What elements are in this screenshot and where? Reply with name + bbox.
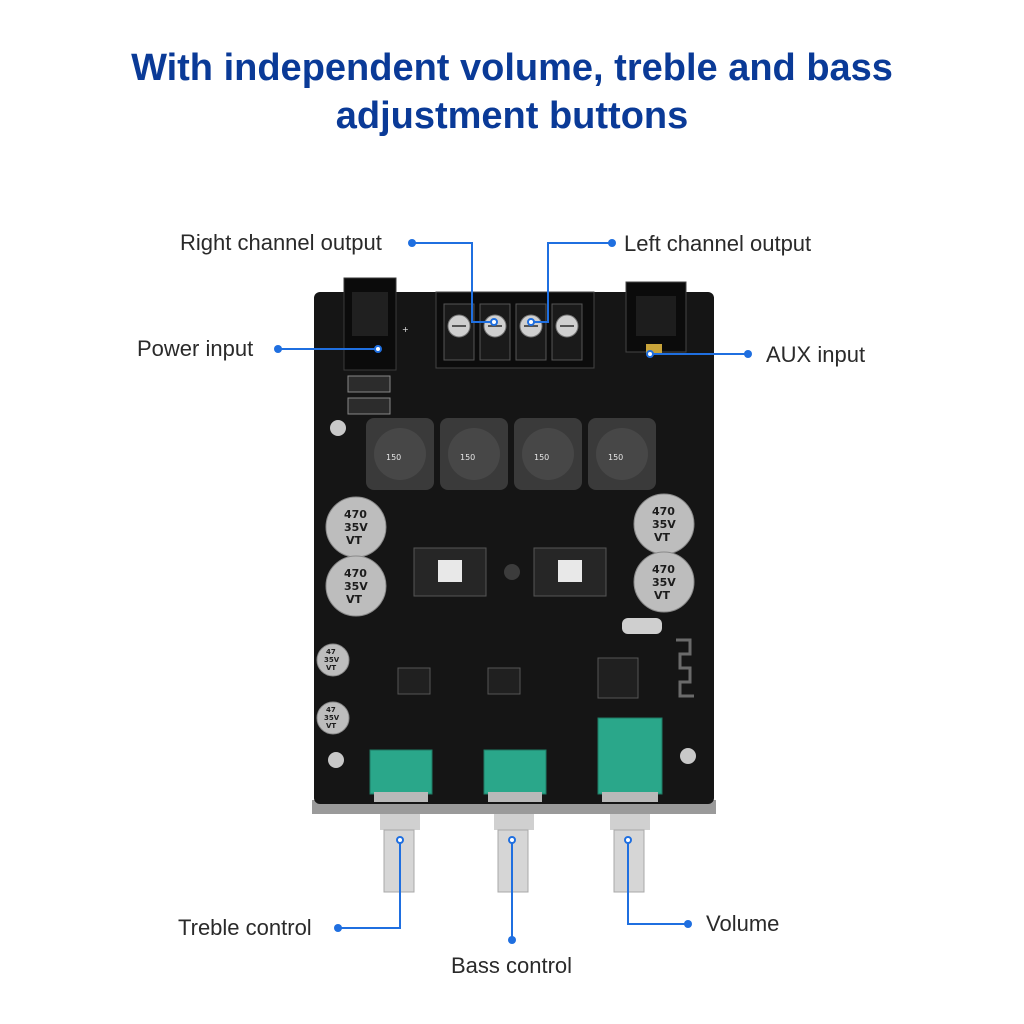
- svg-text:35V: 35V: [652, 576, 676, 589]
- capacitor-small: 47 35V VT: [316, 643, 350, 677]
- svg-text:47: 47: [326, 706, 336, 714]
- antenna: [676, 638, 694, 698]
- svg-text:35V: 35V: [344, 580, 368, 593]
- svg-text:VT: VT: [654, 531, 671, 544]
- svg-text:150: 150: [608, 453, 623, 462]
- label-treble-control: Treble control: [178, 915, 312, 940]
- svg-text:470: 470: [344, 567, 367, 580]
- label-right-channel-output: Right channel output: [180, 230, 382, 255]
- capacitor-small: 47 35V VT: [316, 701, 350, 735]
- capacitor-large: 470 35V VT: [325, 496, 387, 558]
- label-bass-control: Bass control: [451, 953, 573, 978]
- page-title-line-1: With independent volume, treble and bass: [131, 47, 893, 89]
- inductor: 150: [440, 418, 508, 490]
- bluetooth-chip: [597, 657, 639, 699]
- mount-hole: [330, 420, 346, 436]
- diode: [347, 375, 391, 393]
- diode: [347, 397, 391, 415]
- inductor: 150: [588, 418, 656, 490]
- mount-hole: [328, 752, 344, 768]
- svg-text:VT: VT: [346, 534, 363, 547]
- svg-text:150: 150: [460, 453, 475, 462]
- svg-text:VT: VT: [326, 722, 336, 730]
- capacitor-large: 470 35V VT: [325, 555, 387, 617]
- speaker-terminal-block: [435, 291, 595, 369]
- capacitor-large: 470 35V VT: [633, 551, 695, 613]
- svg-text:VT: VT: [654, 589, 671, 602]
- svg-text:+: +: [402, 325, 409, 334]
- svg-text:35V: 35V: [344, 521, 368, 534]
- label-power-input: Power input: [137, 336, 254, 361]
- ic-chip: [397, 667, 431, 695]
- label-volume: Volume: [706, 911, 780, 936]
- bass-potentiometer: [483, 749, 547, 893]
- svg-text:35V: 35V: [324, 656, 340, 664]
- aux-jack: [625, 281, 687, 354]
- svg-text:150: 150: [386, 453, 401, 462]
- svg-text:47: 47: [326, 648, 336, 656]
- inductor: 150: [366, 418, 434, 490]
- svg-text:35V: 35V: [652, 518, 676, 531]
- svg-text:470: 470: [652, 505, 675, 518]
- mount-hole: [680, 748, 696, 764]
- label-aux-input: AUX input: [766, 342, 866, 367]
- mount-hole: [504, 564, 520, 580]
- callout-lines: [278, 242, 748, 940]
- page-title-line-2: adjustment buttons: [335, 95, 689, 137]
- label-left-channel-output: Left channel output: [624, 231, 812, 256]
- svg-text:470: 470: [344, 508, 367, 521]
- callout-dots: [274, 239, 752, 944]
- svg-text:VT: VT: [346, 593, 363, 606]
- crystal: [622, 618, 662, 634]
- inductor: 150: [514, 418, 582, 490]
- svg-text:470: 470: [652, 563, 675, 576]
- svg-text:VT: VT: [326, 664, 336, 672]
- callout-target-dots: [374, 318, 654, 844]
- capacitor-large: 470 35V VT: [633, 493, 695, 555]
- svg-text:35V: 35V: [324, 714, 340, 722]
- ic-chip: [487, 667, 521, 695]
- svg-text:150: 150: [534, 453, 549, 462]
